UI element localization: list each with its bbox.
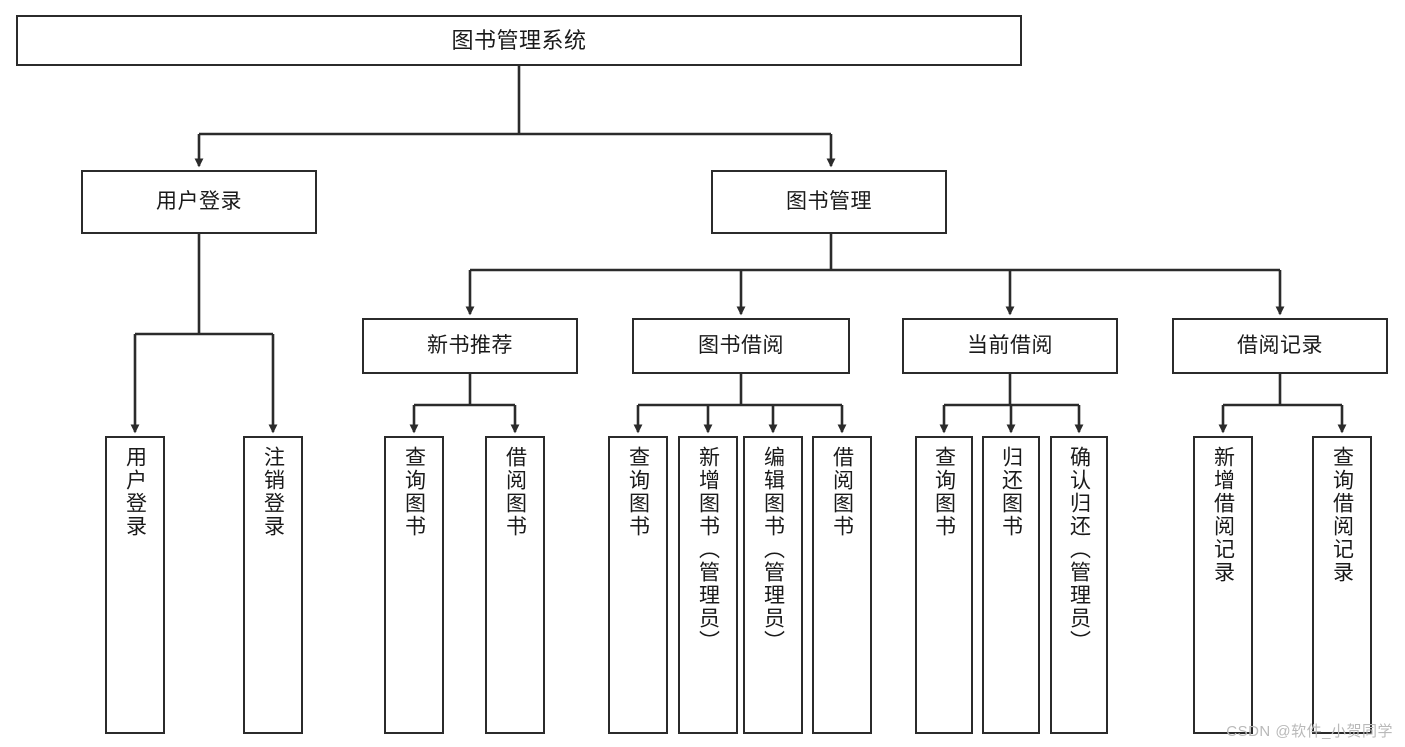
node-leaf-logout[interactable]: 注销登录 [243,436,303,734]
node-borrow-record-label: 借阅记录 [1237,333,1323,357]
node-current-borrow-label: 当前借阅 [967,333,1053,357]
node-leaf-add-record[interactable]: 新增借阅记录 [1193,436,1253,734]
node-user-login[interactable]: 用户登录 [81,170,317,234]
node-new-book-recommend-label: 新书推荐 [427,333,513,357]
node-leaf-borrow-book-2-label: 借阅图书 [830,446,854,538]
node-leaf-add-book[interactable]: 新增图书（管理员） [678,436,738,734]
node-leaf-query-book-1-label: 查询图书 [402,446,426,538]
node-book-manage[interactable]: 图书管理 [711,170,947,234]
node-leaf-return-book-label: 归还图书 [999,446,1023,538]
node-leaf-query-book-2[interactable]: 查询图书 [608,436,668,734]
node-leaf-edit-book[interactable]: 编辑图书（管理员） [743,436,803,734]
node-root[interactable]: 图书管理系统 [16,15,1022,66]
node-current-borrow[interactable]: 当前借阅 [902,318,1118,374]
node-borrow-record[interactable]: 借阅记录 [1172,318,1388,374]
node-user-login-label: 用户登录 [156,189,242,213]
node-leaf-logout-label: 注销登录 [261,446,285,538]
node-root-label: 图书管理系统 [451,27,587,53]
node-leaf-user-login[interactable]: 用户登录 [105,436,165,734]
node-leaf-add-book-label: 新增图书（管理员） [696,446,720,653]
node-leaf-edit-book-label: 编辑图书（管理员） [761,446,785,653]
node-leaf-query-record-label: 查询借阅记录 [1330,446,1354,584]
node-leaf-query-book-3[interactable]: 查询图书 [915,436,973,734]
node-leaf-query-book-1[interactable]: 查询图书 [384,436,444,734]
node-book-borrow[interactable]: 图书借阅 [632,318,850,374]
node-leaf-borrow-book-2[interactable]: 借阅图书 [812,436,872,734]
node-book-manage-label: 图书管理 [786,189,872,213]
node-leaf-borrow-book-1-label: 借阅图书 [503,446,527,538]
node-leaf-user-login-label: 用户登录 [123,446,147,538]
node-leaf-query-book-3-label: 查询图书 [932,446,956,538]
node-leaf-add-record-label: 新增借阅记录 [1211,446,1235,584]
node-leaf-confirm-return-label: 确认归还（管理员） [1067,446,1091,653]
node-leaf-query-record[interactable]: 查询借阅记录 [1312,436,1372,734]
node-book-borrow-label: 图书借阅 [698,333,784,357]
node-leaf-borrow-book-1[interactable]: 借阅图书 [485,436,545,734]
node-leaf-return-book[interactable]: 归还图书 [982,436,1040,734]
node-leaf-query-book-2-label: 查询图书 [626,446,650,538]
node-new-book-recommend[interactable]: 新书推荐 [362,318,578,374]
node-leaf-confirm-return[interactable]: 确认归还（管理员） [1050,436,1108,734]
